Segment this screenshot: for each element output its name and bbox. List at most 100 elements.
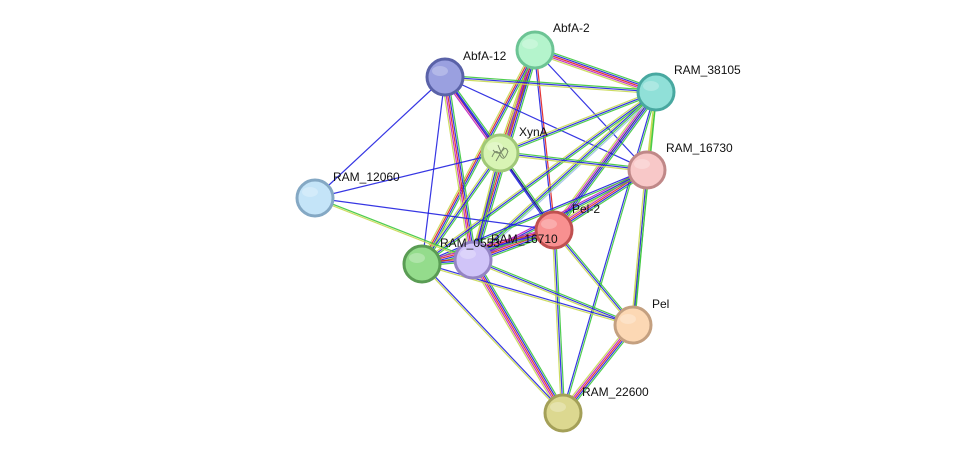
- edge-ram0553-pel[interactable]: [421, 262, 634, 327]
- node-circle-ram22600[interactable]: [543, 393, 583, 433]
- node-ram12060[interactable]: [295, 178, 335, 218]
- node-circle-ram16730[interactable]: [627, 150, 667, 190]
- edge-abfa2-ram38105[interactable]: [533, 46, 658, 96]
- node-ram0553[interactable]: [402, 244, 442, 284]
- edge-xyna-ram12060[interactable]: [314, 152, 501, 199]
- node-abfa2[interactable]: [515, 30, 555, 70]
- node-label-abfa2: AbfA-2: [553, 21, 590, 35]
- edge-ram16710-ram22600[interactable]: [469, 258, 567, 415]
- edge-line-blue: [472, 259, 634, 326]
- edge-line-yellow: [420, 264, 563, 414]
- edge-line-green: [556, 93, 660, 233]
- node-pel2[interactable]: [534, 210, 574, 250]
- node-highlight: [634, 159, 650, 169]
- edge-line-blue: [632, 169, 648, 326]
- edge-line-green: [500, 92, 657, 156]
- edge-line-blue: [554, 92, 658, 232]
- edge-ram38105-ram0553[interactable]: [420, 90, 658, 266]
- edge-abfa12-ram0553[interactable]: [421, 76, 446, 265]
- node-circle-ram38105[interactable]: [636, 72, 676, 112]
- edge-line-blue: [421, 76, 446, 265]
- node-ram38105[interactable]: [636, 72, 676, 112]
- edge-line-yellow: [444, 78, 656, 95]
- edge-line-blue: [314, 76, 446, 199]
- edge-line-green: [475, 258, 567, 412]
- node-label-xyna: XynA: [519, 125, 548, 139]
- node-circle-abfa2[interactable]: [515, 30, 555, 70]
- edge-line-blue: [553, 229, 564, 414]
- edge-xyna-ram16730[interactable]: [499, 150, 648, 173]
- edge-line-blue: [444, 76, 657, 93]
- edge-line-yellow: [419, 48, 534, 264]
- edge-abfa12-ram38105[interactable]: [444, 74, 657, 95]
- node-highlight: [487, 142, 503, 152]
- edge-line-green: [315, 196, 474, 260]
- node-label-ram16710: RAM_16710: [491, 232, 558, 246]
- edge-line-red: [420, 49, 535, 264]
- edge-ram16730-pel[interactable]: [630, 169, 650, 326]
- edge-line-blue: [421, 91, 657, 265]
- node-label-ram38105: RAM_38105: [674, 63, 741, 77]
- edge-line-yellow: [314, 198, 473, 262]
- node-label-pel2: Pel-2: [572, 202, 600, 216]
- edge-line-magenta: [421, 227, 554, 263]
- node-ram22600[interactable]: [543, 393, 583, 433]
- edge-ram12060-ram16710[interactable]: [314, 196, 474, 262]
- edge-line-yellow: [551, 230, 562, 414]
- node-circle-ram0553[interactable]: [402, 244, 442, 284]
- edge-ram12060-pel2[interactable]: [314, 197, 555, 231]
- edge-line-magenta: [552, 90, 656, 230]
- edge-line-blue: [535, 47, 657, 92]
- edges-layer: [314, 46, 660, 416]
- node-label-ram16730: RAM_16730: [666, 141, 733, 155]
- edge-line-blue: [534, 49, 648, 171]
- node-circle-pel2[interactable]: [534, 210, 574, 250]
- edge-ram16710-pel[interactable]: [472, 257, 634, 328]
- node-highlight: [541, 219, 557, 229]
- node-xyna[interactable]: [480, 133, 520, 173]
- edge-abfa12-ram12060[interactable]: [314, 76, 446, 199]
- edge-line-blue: [533, 50, 554, 231]
- edge-ram0553-ram22600[interactable]: [420, 263, 565, 414]
- node-label-abfa12: AbfA-12: [463, 49, 507, 63]
- node-pel[interactable]: [613, 305, 653, 345]
- edge-line-magenta: [534, 50, 656, 95]
- edge-abfa2-pel2[interactable]: [533, 49, 556, 231]
- edge-line-red: [421, 228, 554, 264]
- edge-line-blue: [314, 197, 555, 231]
- node-ram16730[interactable]: [627, 150, 667, 190]
- edge-line-red: [444, 76, 474, 261]
- node-highlight: [302, 187, 318, 197]
- node-circle-ram12060[interactable]: [295, 178, 335, 218]
- edge-ram38105-ram22600[interactable]: [561, 91, 658, 414]
- node-highlight: [432, 66, 448, 76]
- edge-line-green: [535, 46, 658, 90]
- edge-line-yellow: [469, 261, 561, 415]
- node-highlight: [460, 249, 476, 259]
- node-highlight: [620, 314, 636, 324]
- node-circle-pel[interactable]: [613, 305, 653, 345]
- node-abfa12[interactable]: [425, 57, 465, 97]
- edge-line-green: [633, 170, 650, 326]
- edge-line-lightblue: [474, 93, 659, 263]
- node-label-ram0553: RAM_0553: [440, 236, 500, 250]
- node-ram16710[interactable]: [453, 240, 493, 280]
- edge-pel2-pel[interactable]: [552, 228, 635, 327]
- node-circle-abfa12[interactable]: [425, 57, 465, 97]
- edge-abfa2-ram16730[interactable]: [534, 49, 648, 171]
- node-label-ram12060: RAM_12060: [333, 170, 400, 184]
- edge-line-yellow: [499, 153, 647, 173]
- edge-line-green: [563, 92, 658, 414]
- edge-line-green: [500, 150, 648, 170]
- edge-line-yellow: [499, 89, 656, 153]
- edge-line-green: [473, 92, 657, 262]
- edge-line-blue: [561, 91, 656, 413]
- node-circle-ram16710[interactable]: [453, 240, 493, 280]
- node-label-pel: Pel: [652, 297, 669, 311]
- edge-pel2-ram22600[interactable]: [551, 229, 566, 414]
- edge-ram38105-xyna[interactable]: [499, 89, 657, 156]
- edge-line-blue: [422, 50, 537, 265]
- edge-line-blue: [553, 229, 634, 326]
- node-highlight: [522, 39, 538, 49]
